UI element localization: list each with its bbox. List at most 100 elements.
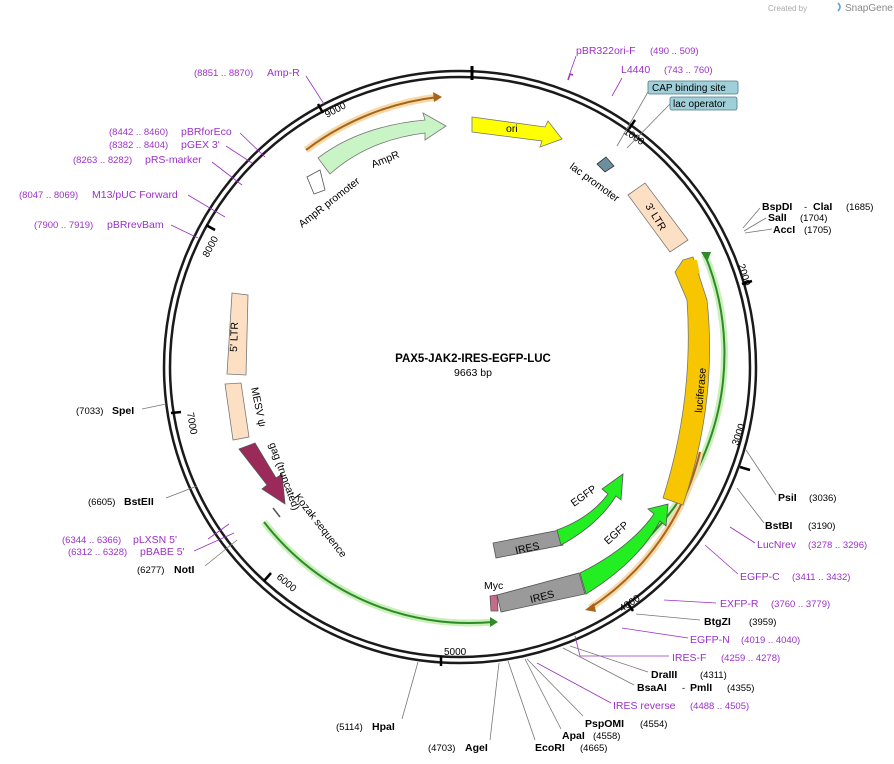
- feature-myc-label: Myc: [484, 580, 503, 592]
- primer-pbrrevbam: (7900 .. 7919) pBRrevBam: [34, 219, 199, 239]
- primer-pbrforeco-range: (8442 .. 8460): [109, 127, 168, 138]
- primer-pbrforeco-name: pBRforEco: [181, 126, 232, 138]
- primer-iresrev-name: IRES reverse: [613, 700, 676, 712]
- enzyme-bstbi-pos: (3190): [808, 521, 835, 532]
- enzyme-agei: (4703) AgeI: [428, 662, 500, 754]
- enzyme-bspdi-sep: -: [804, 202, 807, 213]
- enzyme-pspomi-pos: (4554): [640, 719, 667, 730]
- enzyme-hpai-name: HpaI: [372, 721, 395, 733]
- primer-pbabe5-name: pBABE 5': [140, 546, 185, 558]
- enzyme-bsaai-pmli: BsaAI - PmlI (4355): [562, 647, 754, 694]
- primer-iresf-range: (4259 .. 4278): [721, 653, 780, 664]
- enzyme-ecori-pos: (4665): [580, 743, 607, 754]
- feature-ires-outer: IRES: [496, 572, 586, 613]
- feature-ires-inner-label: IRES: [514, 540, 540, 557]
- enzyme-noti: (6277) NotI: [137, 539, 238, 576]
- enzyme-btgzi-name: BtgZI: [704, 616, 731, 628]
- primer-exfpr: EXFP-R (3760 .. 3779): [663, 598, 830, 610]
- credit-brand: SnapGene: [845, 3, 893, 14]
- feature-5ltr: 5' LTR: [226, 292, 249, 376]
- feature-mesv-label: MESV ψ: [248, 386, 268, 428]
- enzyme-draiii-name: DraIII: [651, 669, 677, 681]
- feature-lac-promoter-label: lac promoter: [567, 161, 622, 205]
- primer-iresrev: IRES reverse (4488 .. 4505): [536, 662, 749, 712]
- enzyme-sali-name: SalI: [768, 212, 787, 224]
- plasmid-size: 9663 bp: [454, 367, 492, 379]
- enzyme-pspomi: PspOMI (4554): [526, 658, 667, 730]
- feature-luciferase: luciferase: [662, 256, 710, 506]
- primer-pbr322ori-range: (490 .. 509): [650, 46, 699, 57]
- enzyme-bsaai-pos: (4355): [727, 683, 754, 694]
- primer-exfpr-range: (3760 .. 3779): [771, 599, 830, 610]
- feature-egfp-inner-label: EGFP: [569, 483, 599, 510]
- enzyme-bsaai-sep: -: [682, 683, 685, 694]
- enzyme-psii-pos: (3036): [809, 493, 836, 504]
- feature-ampr: AmpR: [317, 112, 447, 175]
- enzyme-bstbi-name: BstBI: [765, 520, 793, 532]
- primer-m13puc-name: M13/pUC Forward: [92, 189, 178, 201]
- enzyme-spei-name: SpeI: [112, 405, 134, 417]
- backbone: [162, 66, 758, 665]
- enzyme-hpai-pos: (5114): [336, 722, 363, 733]
- primer-l4440: L4440 (743 .. 760): [611, 64, 713, 97]
- enzyme-acci: AccI (1705): [744, 224, 831, 236]
- enzyme-ecori: EcoRI (4665): [507, 660, 607, 754]
- feature-ampr-promoter: AmpR promoter: [296, 169, 363, 230]
- primer-lucnrev-name: LucNrev: [757, 539, 797, 551]
- enzyme-bsaai-name: BsaAI: [637, 682, 667, 694]
- primer-iresrev-range: (4488 .. 4505): [690, 701, 749, 712]
- enzyme-spei: (7033) SpeI: [76, 403, 167, 417]
- lac-operator: lac operator: [626, 96, 738, 149]
- primer-pbabe5: (6312 .. 6328) pBABE 5': [68, 532, 235, 558]
- enzyme-apai-pos: (4558): [593, 731, 620, 742]
- primer-plxsn5-range: (6344 .. 6366): [62, 535, 121, 546]
- primer-prsmarker-name: pRS-marker: [145, 154, 202, 166]
- feature-luciferase-label: luciferase: [693, 367, 709, 413]
- enzyme-noti-pos: (6277): [137, 565, 164, 576]
- primer-prsmarker-range: (8263 .. 8282): [73, 155, 132, 166]
- primer-exfpr-name: EXFP-R: [720, 598, 759, 610]
- primer-iresf-name: IRES-F: [672, 652, 706, 664]
- primer-lucnrev: LucNrev (3278 .. 3296): [729, 526, 867, 551]
- tick-7000: 7000: [184, 412, 199, 436]
- primer-pgex3: (8382 .. 8404) pGEX 3': [109, 139, 253, 164]
- primer-pbabe5-range: (6312 .. 6328): [68, 547, 127, 558]
- enzyme-pmli-name: PmlI: [690, 682, 712, 694]
- primer-l4440-range: (743 .. 760): [664, 65, 713, 76]
- enzyme-agei-name: AgeI: [465, 742, 488, 754]
- tick-8000: 8000: [201, 234, 221, 259]
- enzyme-psii-name: PsiI: [778, 492, 797, 504]
- enzyme-bspdi-name: BspDI: [762, 201, 792, 213]
- primer-egfpn-range: (4019 .. 4040): [741, 635, 800, 646]
- primer-pgex3-range: (8382 .. 8404): [109, 140, 168, 151]
- primer-m13puc: (8047 .. 8069) M13/pUC Forward: [19, 189, 226, 218]
- enzyme-pspomi-name: PspOMI: [585, 718, 624, 730]
- enzyme-clai-name: ClaI: [813, 201, 832, 213]
- primer-egfpc-range: (3411 .. 3432): [792, 572, 850, 583]
- enzyme-bsteii-name: BstEII: [124, 496, 154, 508]
- feature-5ltr-label: 5' LTR: [228, 321, 241, 352]
- primer-lucnrev-range: (3278 .. 3296): [808, 540, 867, 551]
- enzyme-noti-name: NotI: [174, 564, 194, 576]
- enzyme-psii: PsiI (3036): [745, 449, 836, 504]
- enzyme-apai-name: ApaI: [562, 730, 585, 742]
- enzyme-acci-name: AccI: [773, 224, 795, 236]
- enzyme-draiii-pos: (4311): [700, 670, 727, 681]
- enzyme-bsteii-pos: (6605): [88, 497, 115, 508]
- cap-binding-site: CAP binding site: [616, 80, 739, 147]
- primer-m13puc-range: (8047 .. 8069): [19, 190, 78, 201]
- primer-egfpn: EGFP-N (4019 .. 4040): [621, 627, 800, 646]
- feature-ampr-label: AmpR: [370, 149, 402, 171]
- primer-egfpc: EGFP-C (3411 .. 3432): [704, 544, 850, 583]
- enzyme-acci-pos: (1705): [804, 225, 831, 236]
- snapgene-credit: Created by SnapGene: [768, 2, 893, 14]
- primer-iresf: IRES-F (4259 .. 4278): [574, 635, 780, 664]
- plasmid-name: PAX5-JAK2-IRES-EGFP-LUC: [395, 353, 551, 365]
- enzyme-draiii: DraIII (4311): [569, 645, 727, 681]
- primer-pbrrevbam-name: pBRrevBam: [107, 219, 164, 231]
- feature-ires-inner: IRES: [492, 529, 564, 559]
- feature-gag: gag (truncated): [238, 441, 302, 512]
- enzyme-ecori-name: EcoRI: [535, 742, 565, 754]
- feature-kozak-label: Kozak sequence: [292, 491, 349, 560]
